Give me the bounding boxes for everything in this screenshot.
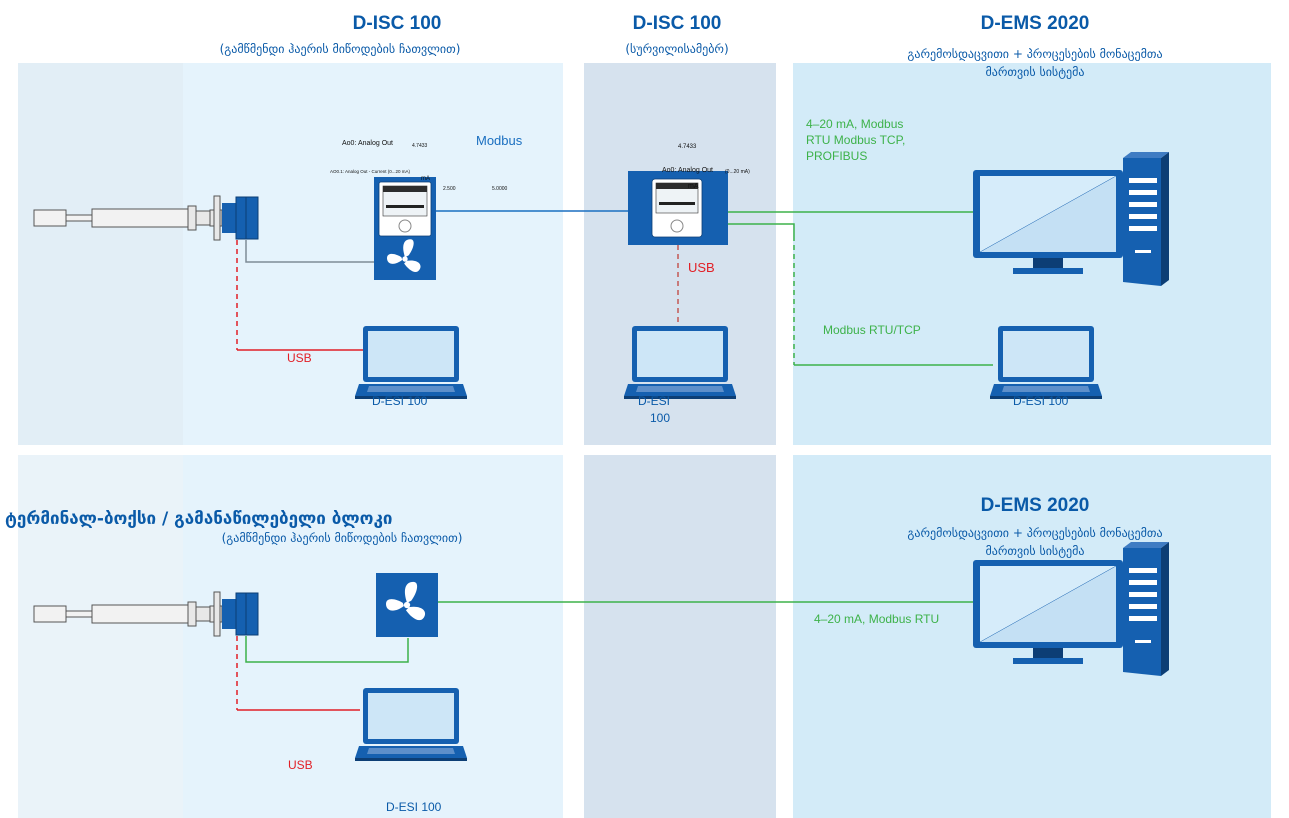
ao-label-right: Ao0: Analog Out	[662, 167, 713, 174]
laptop-icon-center	[624, 326, 736, 399]
out-label-line1: 4–20 mA, Modbus	[806, 117, 903, 131]
laptop-icon	[355, 326, 467, 399]
laptop-icon-right	[990, 326, 1102, 399]
controller-icon-optional	[628, 171, 728, 245]
out-label-line3: PROFIBUS	[806, 149, 867, 163]
ao-value-small: 4.7433	[412, 143, 428, 149]
ao-range-right: (0...20 mA)	[725, 169, 750, 175]
bus-to-laptop-solid	[728, 223, 795, 236]
zone-row1-left	[18, 63, 183, 445]
row2-right-title: D-EMS 2020	[981, 495, 1090, 516]
col2-subtitle: (სურვილისამებრ)	[625, 42, 728, 56]
usb-label-row2: USB	[288, 758, 313, 772]
unit-small: mA	[421, 176, 430, 182]
background-zones	[18, 63, 1271, 818]
row2-laptop-label: D-ESI 100	[386, 800, 442, 814]
col3-subtitle-line2: მართვის სისტემა	[985, 65, 1084, 79]
row1: USB Ao0: Analog Out 4.7433 AO0.1: Analog…	[33, 117, 1170, 425]
column-headers: D-ISC 100 (გამწმენდი ჰაერის მიწოდების ჩა…	[220, 13, 1163, 79]
laptop-left-label: D-ESI 100	[372, 394, 428, 408]
out-label-line2: RTU Modbus TCP,	[806, 133, 905, 147]
modbus-rtu-tcp-label: Modbus RTU/TCP	[823, 323, 921, 337]
zone-row2-col2	[584, 455, 776, 818]
usb-label-center: USB	[688, 260, 715, 275]
col3-title: D-EMS 2020	[981, 13, 1090, 34]
signal-cable-green	[245, 636, 409, 663]
col2-title: D-ISC 100	[633, 13, 722, 34]
col1-title: D-ISC 100	[353, 13, 442, 34]
laptop-right-label: D-ESI 100	[1013, 394, 1069, 408]
signal-cable-gray	[245, 240, 374, 263]
row2-left-subtitle: (გამწმენდი ჰაერის მიწოდების ჩათვლით)	[222, 531, 463, 545]
row2-out-label: 4–20 mA, Modbus RTU	[814, 612, 939, 626]
ao-label-small: Ao0: Analog Out	[342, 140, 393, 147]
col3-subtitle-line1: გარემოსდაცვითი + პროცესების მონაცემთა	[907, 47, 1162, 61]
modbus-label: Modbus	[476, 133, 523, 148]
ao-line2-small: AO0.1: Analog Out - Current (0...20 mA)	[330, 169, 411, 174]
ao-value-right: 4.7433	[678, 144, 697, 150]
scale-low: 2.500	[443, 186, 456, 192]
row2-right-subtitle2: მართვის სისტემა	[985, 544, 1084, 558]
laptop-center-label1: D-ESI	[638, 394, 670, 408]
row2-left-title: ტერმინალ-ბოქსი / გამანაწილებელი ბლოკი	[5, 509, 392, 529]
unit-right: mA	[688, 183, 699, 190]
row2-right-subtitle1: გარემოსდაცვითი + პროცესების მონაცემთა	[907, 526, 1162, 540]
laptop-center-label2: 100	[650, 411, 670, 425]
controller-icon	[374, 177, 436, 280]
usb-label-left: USB	[287, 351, 312, 365]
col1-subtitle: (გამწმენდი ჰაერის მიწოდების ჩათვლით)	[220, 42, 461, 56]
fan-box	[376, 573, 438, 637]
scale-high: 5.0000	[492, 186, 508, 192]
zone-row2-left	[18, 455, 183, 818]
row2: ტერმინალ-ბოქსი / გამანაწილებელი ბლოკი (გ…	[5, 495, 1170, 814]
laptop-icon-row2	[355, 688, 467, 761]
